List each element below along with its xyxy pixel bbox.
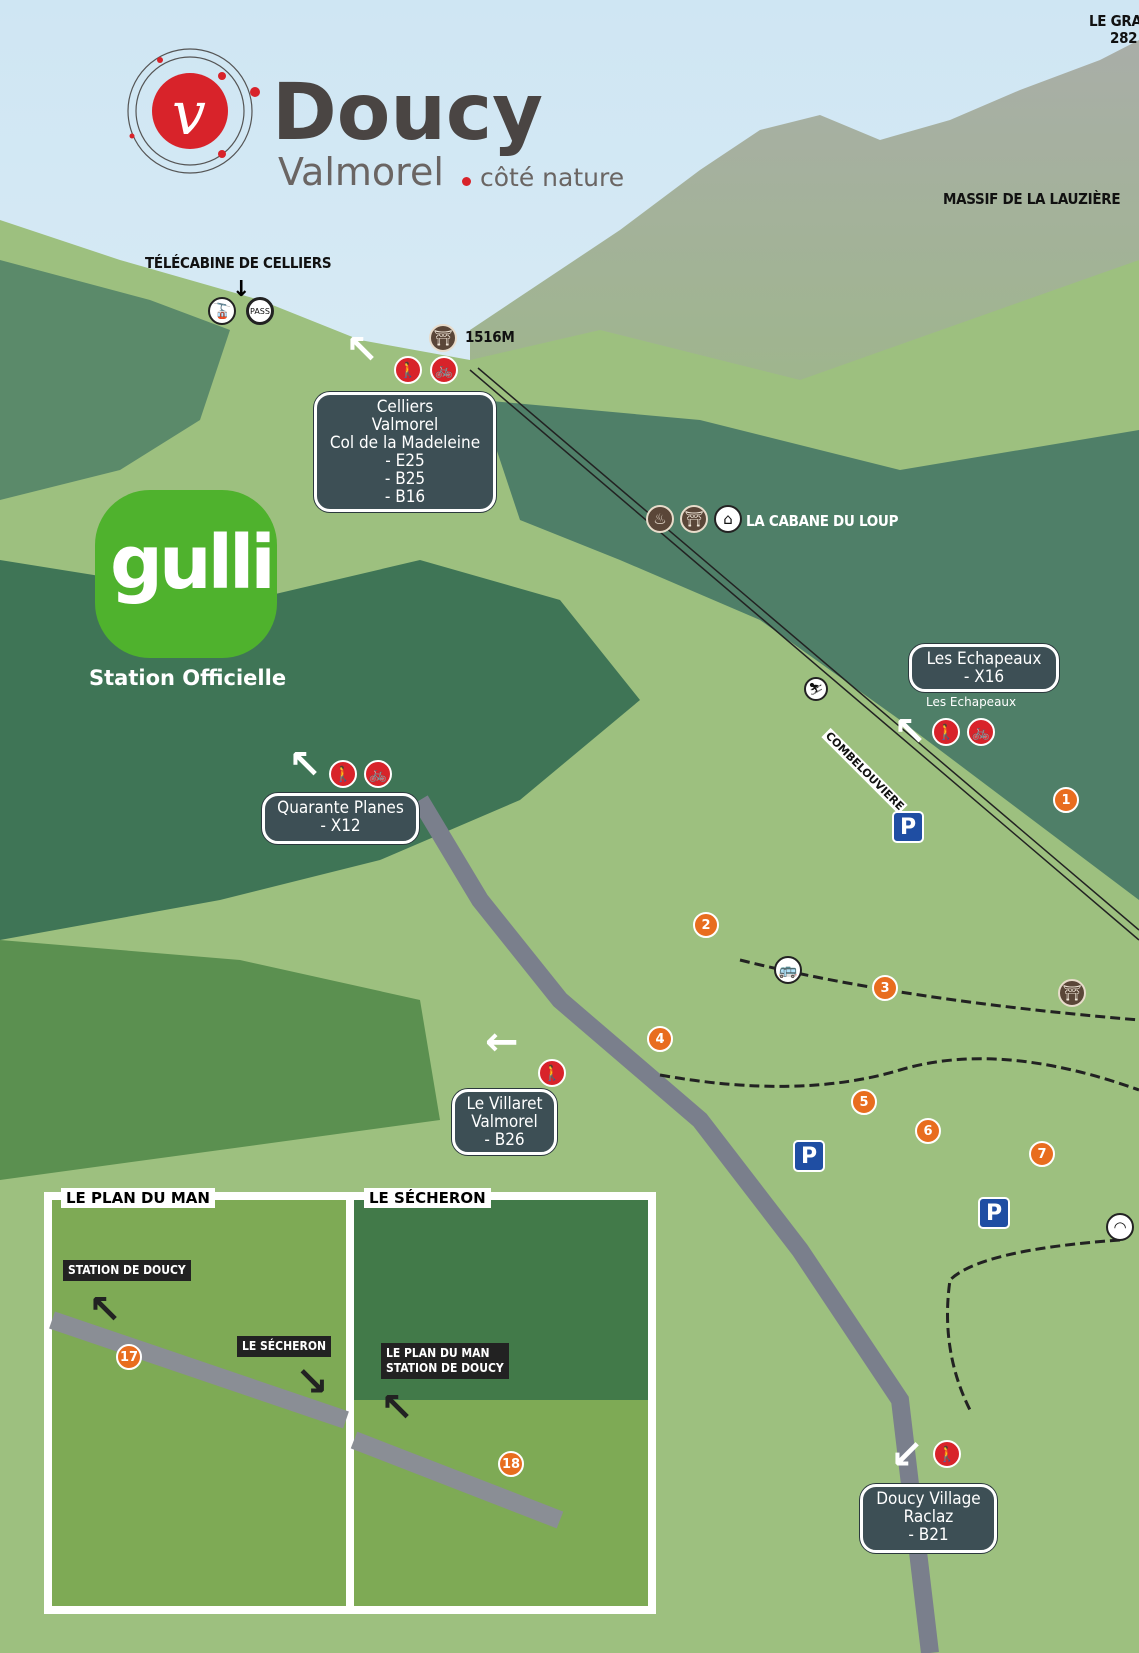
logo-dot <box>462 177 471 186</box>
sign-line: - E25 <box>385 451 425 471</box>
building-number: 6 <box>915 1118 941 1144</box>
cabane-label: LA CABANE DU LOUP <box>746 512 899 530</box>
sign-le-villaret: Le Villaret Valmorel - B26 <box>452 1089 557 1155</box>
picnic-table-icon: ⛩ <box>1058 979 1086 1007</box>
parking-icon: P <box>793 1140 825 1172</box>
mountain-bike-icon: 🚲 <box>967 718 995 746</box>
hiking-icon: 🚶 <box>538 1059 566 1087</box>
building-number: 18 <box>498 1451 524 1477</box>
hiking-icon: 🚶 <box>932 718 960 746</box>
sign-line: Celliers <box>376 397 434 417</box>
picnic-icon: ⛩ <box>429 324 457 352</box>
sign-line: - X12 <box>320 816 361 836</box>
sign-line: Les Echapeaux <box>926 649 1042 669</box>
svg-text:v: v <box>172 79 206 149</box>
picnic-table-icon: ⛩ <box>680 505 708 533</box>
massif-label: MASSIF DE LA LAUZIÈRE <box>943 190 1121 208</box>
logo-tagline: côté nature <box>480 163 625 192</box>
tag-line: LE PLAN DU MAN <box>386 1346 490 1360</box>
pass-icon[interactable]: PASS <box>246 297 274 325</box>
hiking-icon: 🚶 <box>933 1440 961 1468</box>
building-number: 5 <box>851 1089 877 1115</box>
peak-altitude: 282 <box>1110 29 1138 47</box>
barbecue-icon: ♨ <box>646 505 674 533</box>
sign-line: - B21 <box>908 1525 949 1545</box>
sign-line: Raclaz <box>903 1507 954 1527</box>
hiking-icon: 🚶 <box>329 760 357 788</box>
sign-line: - X16 <box>963 667 1005 687</box>
down-arrow-icon: ↓ <box>232 277 251 302</box>
building-number: 1 <box>1053 787 1079 813</box>
sign-les-echapeaux: Les Echapeaux - X16 <box>909 644 1059 692</box>
sign-line: - B26 <box>484 1130 525 1150</box>
logo-emblem-icon: v <box>127 48 260 174</box>
inset-title: LE SÉCHERON <box>364 1188 491 1208</box>
sign-line: Quarante Planes <box>277 798 404 818</box>
sign-doucy-village: Doucy Village Raclaz - B21 <box>860 1484 997 1553</box>
direction-arrow-icon: ↖ <box>88 1287 122 1333</box>
parking-icon: P <box>892 811 924 843</box>
sign-line: - B16 <box>384 487 426 507</box>
chairlift-icon: ⛷ <box>804 677 828 701</box>
logo-sub: Valmorel <box>278 150 444 194</box>
direction-tag: STATION DE DOUCY <box>63 1260 191 1281</box>
bus-icon: 🚌 <box>774 956 802 984</box>
sign-line: Valmorel <box>371 415 439 435</box>
sign-line: Valmorel <box>471 1112 538 1132</box>
peak-name: LE GRA <box>1089 12 1139 30</box>
building-number: 4 <box>647 1026 673 1052</box>
logo-brand: Doucy <box>272 68 543 158</box>
direction-arrow-icon: ↖ <box>288 742 322 788</box>
building-number: 3 <box>872 975 898 1001</box>
sign-line: Col de la Madeleine <box>329 433 481 453</box>
direction-arrow-icon: ↖ <box>893 709 927 755</box>
direction-arrow-icon: ↘ <box>295 1359 329 1405</box>
parking-icon: P <box>978 1197 1010 1229</box>
sign-celliers: Celliers Valmorel Col de la Madeleine - … <box>314 392 496 512</box>
sign-line: - B25 <box>384 469 426 489</box>
sign-quarante-planes: Quarante Planes - X12 <box>262 793 419 844</box>
gulli-caption: Station Officielle <box>89 666 287 690</box>
viewpoint-icon: ◠ <box>1106 1213 1134 1241</box>
building-number: 7 <box>1029 1141 1055 1167</box>
echapeaux-place-label: Les Echapeaux <box>926 695 1017 709</box>
direction-arrow-icon: ↙ <box>890 1432 924 1478</box>
mountain-bike-icon: 🚲 <box>364 760 392 788</box>
gondola-icon[interactable]: 🚡 <box>208 297 236 325</box>
summit-altitude: 1516M <box>465 328 515 346</box>
gulli-logo: gulli <box>110 520 276 606</box>
sign-line: Doucy Village <box>876 1489 981 1509</box>
building-number: 2 <box>693 912 719 938</box>
mountain-bike-icon: 🚲 <box>430 356 458 384</box>
sign-line: Le Villaret <box>466 1094 543 1114</box>
direction-tag: LE PLAN DU MAN STATION DE DOUCY <box>381 1343 509 1379</box>
telecabine-label: TÉLÉCABINE DE CELLIERS <box>145 254 332 272</box>
direction-arrow-icon: ← <box>485 1019 519 1065</box>
shelter-icon: ⌂ <box>714 505 742 533</box>
direction-arrow-icon: ↖ <box>345 327 379 373</box>
direction-tag: LE SÉCHERON <box>237 1336 332 1357</box>
direction-arrow-icon: ↖ <box>380 1385 414 1431</box>
building-number: 17 <box>116 1344 142 1370</box>
hiking-icon: 🚶 <box>394 356 422 384</box>
tag-line: STATION DE DOUCY <box>386 1361 504 1375</box>
inset-title: LE PLAN DU MAN <box>61 1188 215 1208</box>
